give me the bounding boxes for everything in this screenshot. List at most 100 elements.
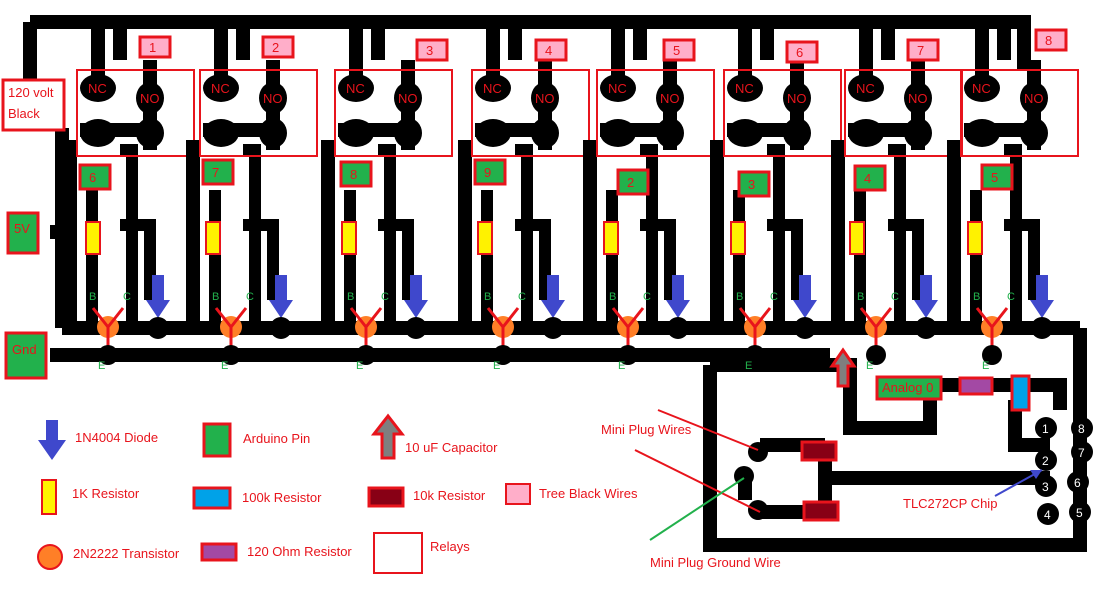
collector-label: C — [381, 291, 389, 303]
capacitor-icon — [370, 413, 406, 460]
chip-pin-number: 2 — [1042, 454, 1049, 468]
no-pad — [259, 82, 287, 114]
nc-pad — [964, 74, 1000, 102]
resistor-10k-icon — [367, 486, 405, 508]
arduino-pin-number: 5 — [991, 170, 998, 185]
collector-label: C — [643, 291, 651, 303]
no-pad — [394, 82, 422, 114]
resistor-1k — [849, 221, 865, 255]
no-pad — [656, 82, 684, 114]
mini-plug-wires-label: Mini Plug Wires — [601, 422, 692, 437]
relay-number: 7 — [917, 43, 924, 58]
no-label: NO — [660, 91, 680, 106]
common-pad — [203, 119, 239, 147]
relay-outline — [199, 69, 318, 157]
no-label: NO — [263, 91, 283, 106]
chip-pin-pad — [1037, 503, 1059, 525]
collector-label: C — [518, 291, 526, 303]
mini-plug-pointer-1 — [657, 409, 759, 451]
relay-number: 4 — [545, 43, 552, 58]
arduino-pin-number: 7 — [212, 165, 219, 180]
legend-100k-resistor: 100k Resistor — [192, 486, 322, 510]
base-label: B — [212, 291, 219, 303]
analog-pin: Analog 0 — [875, 375, 943, 401]
resistor-1k — [205, 221, 221, 255]
nc-label: NC — [856, 81, 875, 96]
diode — [146, 275, 170, 318]
svg-text:Relays: Relays — [430, 539, 470, 554]
emitter-label: E — [982, 360, 989, 372]
common-pad — [727, 119, 763, 147]
resistor-120-icon — [200, 542, 238, 562]
resistor-1k — [341, 221, 357, 255]
chip-pin-number: 1 — [1042, 422, 1049, 436]
no-pad — [1020, 82, 1048, 114]
transistor-icon — [37, 544, 63, 570]
relay-outline — [723, 69, 842, 157]
nc-pad — [338, 74, 374, 102]
diode — [914, 275, 938, 318]
diode-icon — [38, 420, 66, 460]
capacitor-10uf — [829, 347, 857, 388]
svg-text:1N4004 Diode: 1N4004 Diode — [75, 430, 158, 445]
relay-outline — [960, 69, 1079, 157]
legend-120-resistor: 120 Ohm Resistor — [200, 542, 352, 562]
relay-outline — [334, 69, 453, 157]
arduino-pin — [616, 168, 650, 196]
legend-tree-black-wires: Tree Black Wires — [505, 483, 638, 505]
resistor-10k-upper — [800, 440, 838, 462]
chip-feed-trace — [1008, 400, 1050, 452]
arduino-pin-number: 8 — [350, 167, 357, 182]
svg-text:Arduino Pin: Arduino Pin — [243, 431, 310, 446]
v5-pin: 5V — [6, 211, 40, 255]
resistor-10k-lower — [802, 500, 840, 522]
collector-label: C — [1007, 291, 1015, 303]
common-pad — [475, 119, 511, 147]
no-label: NO — [535, 91, 555, 106]
arduino-pin — [473, 158, 507, 186]
analog-to-chip-trace — [930, 378, 1067, 410]
chip-pin-pad — [1035, 417, 1057, 439]
tree-wire-icon — [505, 483, 531, 505]
nc-label: NC — [88, 81, 107, 96]
top-bus-trace — [30, 15, 1031, 70]
legend-1k-resistor: 1K Resistor — [41, 479, 140, 515]
no-label: NO — [1024, 91, 1044, 106]
chip-pin-number: 7 — [1078, 446, 1085, 460]
emitter-label: E — [493, 360, 500, 372]
no-pad — [783, 82, 811, 114]
arduino-pin-number: 2 — [627, 175, 634, 190]
legend-relays: Relays — [373, 532, 470, 574]
analog-label: Analog 0 — [882, 380, 933, 395]
analog-loop-trace — [843, 385, 937, 435]
relay-number-box — [785, 40, 819, 64]
emitter-label: E — [745, 360, 752, 372]
svg-text:10k Resistor: 10k Resistor — [413, 488, 486, 503]
nc-label: NC — [608, 81, 627, 96]
legend-diode: 1N4004 Diode — [38, 420, 158, 460]
arduino-pin-number: 3 — [748, 177, 755, 192]
nc-label: NC — [483, 81, 502, 96]
chip-pin-pad — [1071, 417, 1093, 439]
relay-outline — [76, 69, 195, 157]
common-pad — [338, 119, 374, 147]
relay-number-box — [662, 38, 696, 62]
base-label: B — [484, 291, 491, 303]
relay-number: 2 — [272, 40, 279, 55]
diode — [793, 275, 817, 318]
arduino-pin — [201, 158, 235, 186]
relay-number-box — [415, 38, 449, 62]
mini-plug-ground-label: Mini Plug Ground Wire — [650, 555, 781, 570]
nc-pad — [848, 74, 884, 102]
chip-pin-pad — [1069, 501, 1091, 523]
volt120-line2: Black — [8, 106, 40, 121]
base-label: B — [347, 291, 354, 303]
svg-text:120 Ohm Resistor: 120 Ohm Resistor — [247, 544, 352, 559]
common-pad — [964, 119, 1000, 147]
relay-number-box — [1034, 28, 1068, 52]
arduino-pin — [339, 160, 373, 188]
